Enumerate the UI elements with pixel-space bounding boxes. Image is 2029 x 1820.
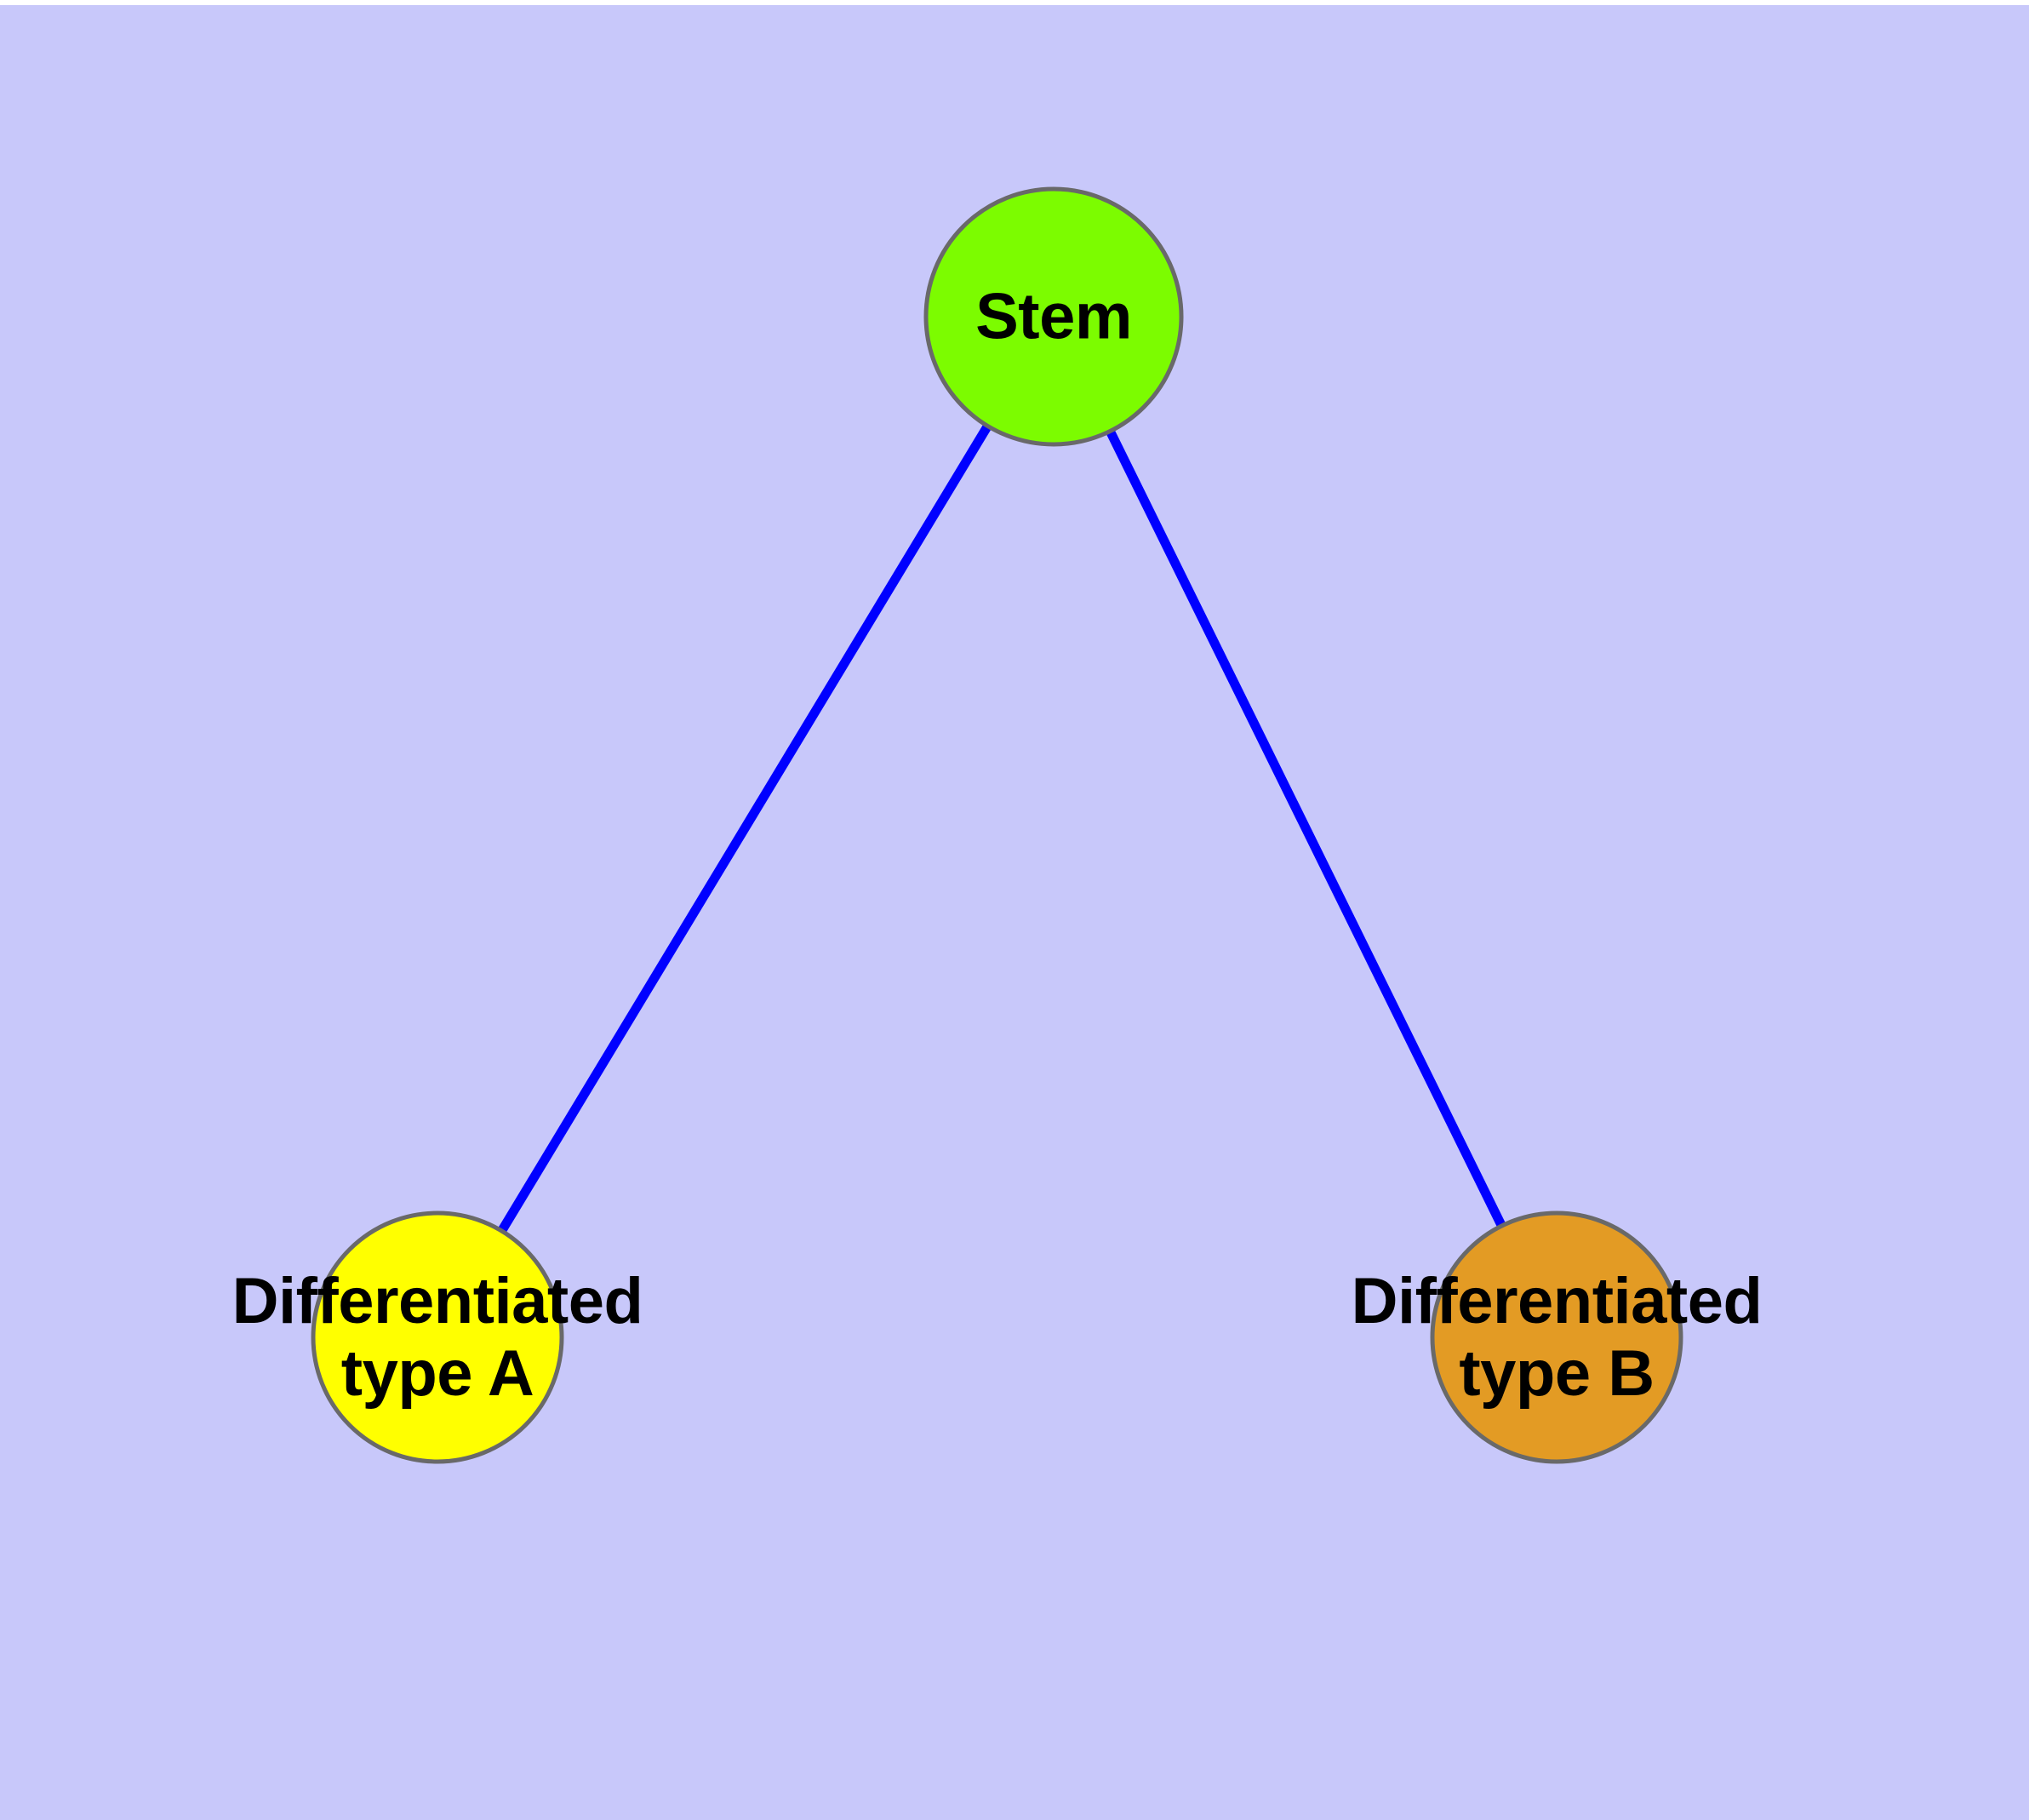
edge-stem-diff-b bbox=[1104, 426, 1508, 1232]
node-layer bbox=[311, 186, 1683, 1464]
node-diff-b[interactable] bbox=[1430, 1210, 1683, 1464]
node-diff-a[interactable] bbox=[311, 1210, 564, 1464]
edge-stem-diff-a bbox=[495, 421, 994, 1237]
edge-layer bbox=[495, 421, 1508, 1237]
cell-differentiation-graph bbox=[311, 186, 1683, 1464]
node-stem[interactable] bbox=[923, 186, 1184, 447]
